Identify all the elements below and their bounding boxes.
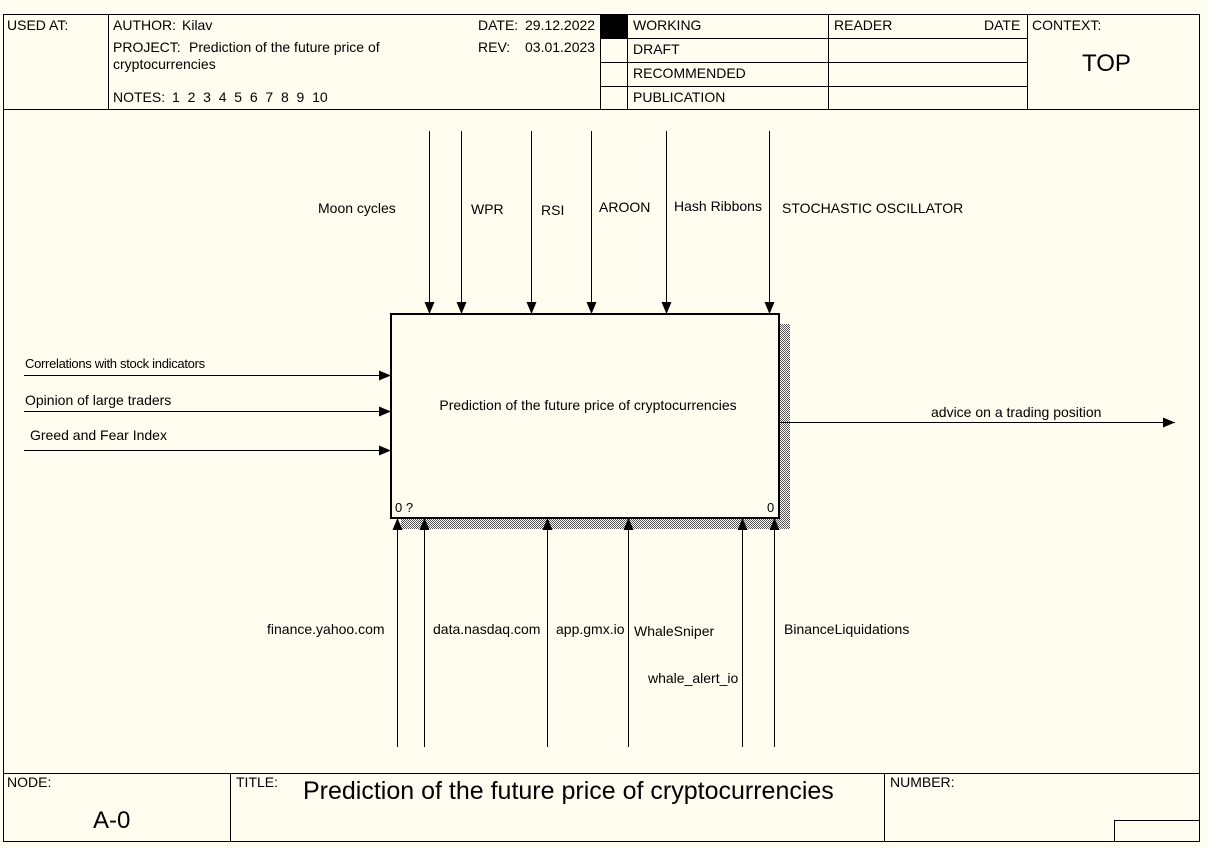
mechanism-arrow-finance-yahoo-com[interactable] — [392, 518, 403, 747]
control-label-wpr: WPR — [471, 201, 504, 217]
date-value: 29.12.2022 — [525, 17, 595, 33]
reader-label: READER — [834, 17, 892, 33]
mechanism-label-finance-yahoo: finance.yahoo.com — [267, 621, 385, 637]
mechanism-arrow-whalesniper[interactable] — [623, 518, 634, 747]
input-arrows — [24, 370, 391, 456]
input-arrow-opinion-of-large-traders[interactable] — [24, 406, 391, 417]
input-arrow-correlations-with-stock-indicators[interactable] — [24, 370, 391, 381]
control-label-moon-cycles: Moon cycles — [318, 200, 396, 216]
notes-value: 1 2 3 4 5 6 7 8 9 10 — [172, 89, 328, 105]
header-frame — [3, 14, 1200, 110]
input-label-correlations: Correlations with stock indicators — [25, 356, 206, 371]
mechanism-arrow-whale-alert-io[interactable] — [737, 518, 748, 747]
activity-label: Prediction of the future price of crypto… — [439, 397, 736, 413]
project-value-line2: cryptocurrencies — [113, 56, 216, 72]
author-label: AUTHOR: — [113, 17, 176, 33]
node-label: NODE: — [7, 774, 51, 790]
node-value: A-0 — [93, 807, 130, 834]
input-label-greed-fear-index: Greed and Fear Index — [30, 427, 167, 443]
mechanism-label-whalesniper: WhaleSniper — [634, 623, 714, 639]
activity-number-left: 0 ? — [395, 500, 413, 515]
control-label-stochastic-oscillator: STOCHASTIC OSCILLATOR — [782, 200, 963, 216]
status-draft: DRAFT — [633, 41, 680, 57]
control-arrow-stochastic-oscillator[interactable] — [764, 131, 775, 314]
input-arrow-greed-and-fear-index[interactable] — [24, 445, 391, 456]
working-status-marker — [601, 15, 627, 38]
mechanism-arrow-binanceliquidations[interactable] — [769, 518, 780, 747]
used-at-label: USED AT: — [7, 17, 68, 33]
mechanism-arrows — [392, 518, 780, 747]
output-arrows — [779, 417, 1175, 428]
rev-value: 03.01.2023 — [525, 39, 595, 55]
mechanism-label-data-nasdaq: data.nasdaq.com — [433, 621, 540, 637]
project-value-line1: Prediction of the future price of — [189, 39, 380, 55]
control-arrow-rsi[interactable] — [526, 131, 537, 314]
body-frame — [3, 109, 1200, 774]
control-arrow-wpr[interactable] — [456, 131, 467, 314]
title-label: TITLE: — [236, 774, 278, 790]
control-label-hash-ribbons: Hash Ribbons — [674, 198, 762, 214]
notes-label: NOTES: — [113, 89, 165, 105]
status-recommended: RECOMMENDED — [633, 65, 746, 81]
control-label-aroon: AROON — [599, 199, 650, 215]
input-label-opinion-large-traders: Opinion of large traders — [25, 392, 171, 408]
activity-box-shadow-bottom — [401, 518, 790, 529]
control-arrow-hash-ribbons[interactable] — [661, 131, 672, 314]
control-arrow-moon-cycles[interactable] — [424, 131, 435, 314]
mechanism-label-whale-alert: whale_alert_io — [647, 670, 738, 686]
context-value: TOP — [1082, 50, 1131, 77]
activity-box-shadow-right — [780, 324, 790, 529]
date-label: DATE: — [478, 17, 518, 33]
control-arrows — [424, 131, 775, 314]
control-label-rsi: RSI — [541, 202, 564, 218]
title-value: Prediction of the future price of crypto… — [303, 777, 834, 805]
mechanism-label-app-gmx: app.gmx.io — [556, 621, 625, 637]
footer-frame — [3, 773, 1200, 842]
rev-label: REV: — [478, 39, 510, 55]
output-arrow-advice-on-a-trading-position[interactable] — [779, 417, 1175, 428]
status-publication: PUBLICATION — [633, 89, 725, 105]
activity-number-right: 0 — [767, 500, 774, 515]
reader-date-label: DATE — [984, 17, 1020, 33]
status-working: WORKING — [633, 17, 701, 33]
mechanism-arrow-app-gmx-io[interactable] — [542, 518, 553, 747]
control-arrow-aroon[interactable] — [586, 131, 597, 314]
project-label: PROJECT: — [113, 39, 181, 55]
output-label-advice: advice on a trading position — [931, 404, 1101, 420]
activity-box[interactable] — [390, 313, 780, 519]
mechanism-arrow-data-nasdaq-com[interactable] — [419, 518, 430, 747]
number-label: NUMBER: — [890, 774, 955, 790]
mechanism-label-binance-liquidations: BinanceLiquidations — [784, 621, 909, 637]
author-value: Kilav — [182, 17, 212, 33]
context-label: CONTEXT: — [1032, 17, 1101, 33]
